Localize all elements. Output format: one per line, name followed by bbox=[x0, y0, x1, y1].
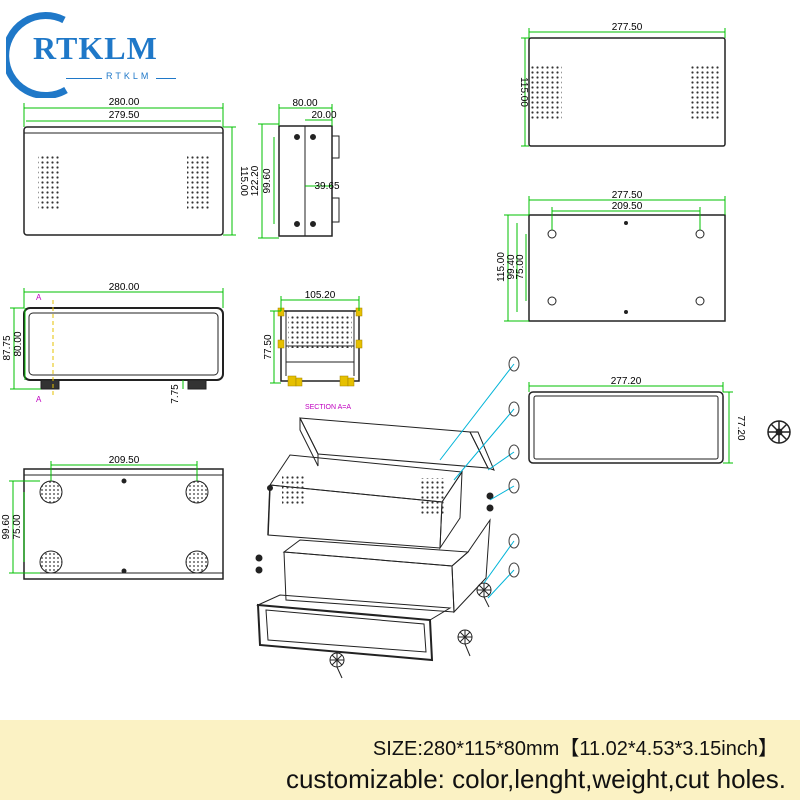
logo-rule-left bbox=[66, 78, 102, 79]
side-mid-label: 39.65 bbox=[314, 181, 339, 192]
panel-view bbox=[528, 391, 724, 464]
bottom-hole-spacing-label: 209.50 bbox=[109, 455, 140, 466]
back-view-dimensions bbox=[504, 196, 726, 322]
footer-banner: SIZE:280*115*80mm【11.02*4.53*3.15inch】 c… bbox=[0, 720, 800, 800]
panel-height-label: 77.20 bbox=[735, 415, 746, 440]
foot-detail-icon bbox=[767, 420, 791, 444]
bottom-h1-label: 99.60 bbox=[1, 514, 12, 539]
side-view bbox=[278, 125, 340, 237]
front-view bbox=[23, 126, 224, 236]
section-aa-height-label: 77.50 bbox=[263, 334, 274, 359]
front-width-label: 280.00 bbox=[109, 97, 140, 108]
front-view-dimensions bbox=[23, 103, 236, 236]
side-h2-label: 99.60 bbox=[262, 168, 273, 193]
size-spec-text: SIZE:280*115*80mm【11.02*4.53*3.15inch】 bbox=[372, 738, 778, 760]
section-front-dimensions bbox=[10, 288, 224, 390]
top-right-height-label: 115.00 bbox=[518, 77, 529, 107]
bottom-view bbox=[23, 468, 224, 580]
customization-text: customizable: color,lenght,weight,cut ho… bbox=[285, 764, 786, 794]
back-h3-label: 75.00 bbox=[515, 254, 526, 279]
section-aa-dimensions bbox=[270, 296, 360, 384]
back-h2-label: 99.40 bbox=[506, 254, 517, 279]
technical-drawing: 280.00 279.50 115.00 80.00 20.00 122.20 … bbox=[1, 22, 791, 679]
front-inner-width-label: 279.50 bbox=[109, 110, 140, 121]
exploded-callouts bbox=[508, 356, 520, 578]
exploded-feet bbox=[329, 582, 492, 679]
section-front-h1-label: 87.75 bbox=[2, 335, 13, 360]
brand-logo: RTKLM RTKLM bbox=[6, 8, 186, 98]
back-view bbox=[528, 214, 726, 322]
top-right-width-label: 277.50 bbox=[612, 22, 643, 33]
section-front-foot-label: 7.75 bbox=[170, 384, 181, 404]
back-h1-label: 115.00 bbox=[496, 252, 507, 282]
logo-brand-text: RTKLM bbox=[33, 30, 158, 66]
front-height-label: 115.00 bbox=[238, 166, 249, 196]
side-depth-label: 80.00 bbox=[292, 98, 317, 109]
exploded-hardware bbox=[255, 485, 494, 574]
leader-lines bbox=[439, 363, 515, 599]
panel-dimensions bbox=[528, 382, 733, 464]
back-hole-spacing-label: 209.50 bbox=[612, 201, 643, 212]
bottom-view-dimensions bbox=[9, 461, 198, 574]
exploded-view bbox=[256, 417, 495, 662]
side-offset-label: 20.00 bbox=[311, 110, 336, 121]
section-front-view bbox=[23, 307, 224, 390]
section-front-width-label: 280.00 bbox=[109, 282, 140, 293]
top-right-dimensions bbox=[521, 28, 726, 147]
section-marker-top: A bbox=[36, 293, 42, 302]
section-aa-tabs bbox=[277, 307, 363, 387]
logo-swoosh-icon bbox=[6, 12, 68, 98]
bottom-h2-label: 75.00 bbox=[12, 514, 23, 539]
section-aa-caption: SECTION A=A bbox=[305, 404, 351, 411]
section-front-h2-label: 80.00 bbox=[13, 331, 24, 356]
section-marker-bottom: A bbox=[36, 395, 42, 404]
section-aa-width-label: 105.20 bbox=[305, 290, 336, 301]
side-h1-label: 122.20 bbox=[250, 165, 261, 196]
back-width-label: 277.50 bbox=[612, 190, 643, 201]
top-right-view bbox=[528, 37, 726, 147]
logo-tagline: RTKLM bbox=[106, 71, 152, 81]
logo-rule-right bbox=[156, 78, 176, 79]
panel-width-label: 277.20 bbox=[611, 376, 642, 387]
side-view-dimensions bbox=[258, 104, 333, 239]
section-aa-view bbox=[280, 310, 360, 382]
